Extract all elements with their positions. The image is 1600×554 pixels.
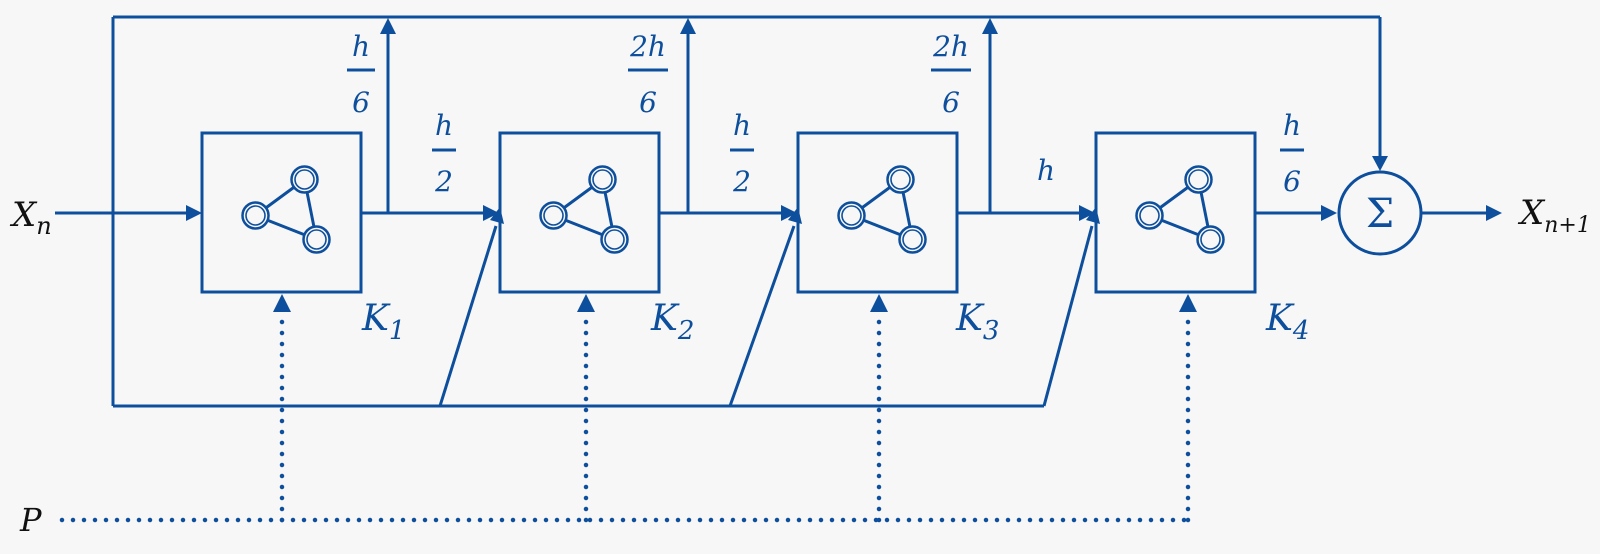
block-k2 (498, 131, 661, 294)
parameter-label: P (19, 501, 42, 539)
step-k1-k2: h 2 (432, 109, 456, 198)
svg-text:6: 6 (942, 86, 960, 119)
neural-network-icon (539, 165, 629, 254)
svg-text:6: 6 (352, 86, 370, 119)
output-label: Xn+1 (1517, 193, 1591, 238)
svg-text:h: h (435, 109, 453, 142)
sum-symbol: Σ (1366, 191, 1394, 237)
neural-network-icon (1135, 165, 1225, 254)
output-signal-line (1421, 205, 1502, 221)
svg-text:h: h (352, 30, 370, 63)
top-bus (113, 15, 1388, 171)
svg-text:2: 2 (732, 165, 751, 198)
step-k3-k4: h (1037, 154, 1055, 187)
input-label: Xn (9, 195, 52, 240)
parameter-lines (59, 294, 1197, 523)
block-label-k3: K3 (955, 298, 999, 346)
svg-text:2h: 2h (932, 30, 969, 63)
bypass-wires (438, 207, 1100, 407)
svg-text:h: h (1037, 154, 1055, 187)
wire-k2-k3 (659, 18, 797, 221)
svg-text:h: h (1283, 109, 1301, 142)
svg-text:6: 6 (1283, 165, 1301, 198)
block-k1 (200, 131, 363, 294)
block-k3 (796, 131, 959, 294)
weight-k1: h 6 (347, 30, 375, 119)
block-label-k1: K1 (361, 298, 405, 346)
weight-k3: 2h 6 (931, 30, 971, 119)
weight-k4: h 6 (1280, 109, 1304, 198)
svg-text:2h: 2h (629, 30, 666, 63)
block-label-k4: K4 (1265, 298, 1309, 346)
neural-network-icon (837, 165, 927, 254)
svg-text:h: h (733, 109, 751, 142)
svg-text:6: 6 (639, 86, 657, 119)
block-k4 (1094, 131, 1257, 294)
wire-k3-k4 (957, 18, 1095, 221)
wire-k4-sum (1255, 205, 1337, 221)
svg-text:2: 2 (434, 165, 453, 198)
step-k2-k3: h 2 (730, 109, 754, 198)
neural-network-icon (241, 165, 331, 254)
weight-k2: 2h 6 (628, 30, 668, 119)
sum-node: Σ (1337, 170, 1423, 256)
input-signal-line (55, 205, 202, 221)
block-label-k2: K2 (650, 298, 694, 346)
wire-k1-k2 (361, 18, 499, 221)
